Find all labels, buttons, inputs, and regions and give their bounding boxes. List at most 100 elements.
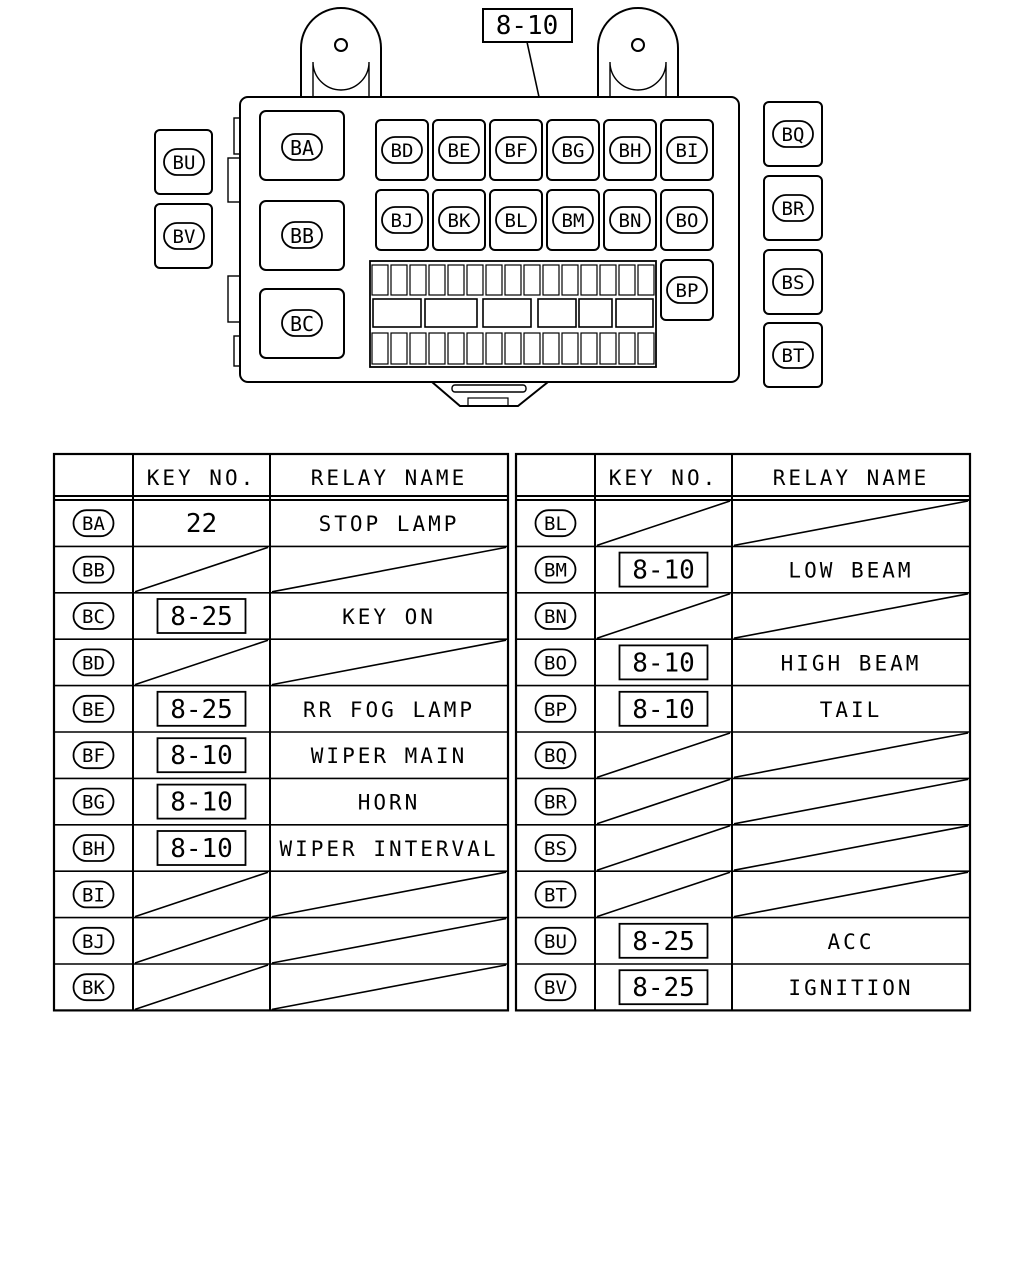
relay-bn-label: BN bbox=[619, 210, 642, 232]
maxi-fuse-slot bbox=[372, 298, 422, 328]
row-bi-label: BI bbox=[82, 884, 105, 906]
fuse-block-frame bbox=[369, 260, 657, 368]
fuse-slot bbox=[390, 332, 408, 365]
relay-name-empty-slash bbox=[733, 732, 969, 779]
row-br-oval bbox=[534, 787, 577, 816]
mount-ear-left-inner bbox=[312, 61, 370, 97]
key-no-value: 8-25 bbox=[170, 695, 233, 725]
relay-be-oval bbox=[438, 136, 480, 164]
fuse-slot bbox=[580, 264, 598, 296]
row-bc-oval bbox=[72, 602, 115, 630]
mount-ear-right-inner bbox=[609, 61, 667, 97]
relay-bu-label: BU bbox=[173, 152, 196, 174]
relay-slot-bc bbox=[259, 288, 345, 359]
row-bg-label: BG bbox=[82, 792, 105, 814]
relay-bm-label: BM bbox=[562, 210, 585, 232]
relay-bv-oval bbox=[163, 222, 205, 250]
relay-bd-label: BD bbox=[391, 140, 414, 162]
fuse-slot bbox=[447, 264, 465, 296]
relay-bf-label: BF bbox=[505, 140, 528, 162]
external-relay-bv bbox=[154, 203, 213, 269]
relay-bp-oval bbox=[666, 276, 708, 304]
row-bk-oval bbox=[72, 973, 115, 1002]
relay-bh-oval bbox=[609, 136, 651, 164]
relay-name-value: ACC bbox=[828, 930, 875, 954]
row-bp-label: BP bbox=[544, 699, 567, 721]
row-bf-label: BF bbox=[82, 745, 105, 767]
relay-name-empty-slash bbox=[271, 917, 507, 964]
relay-bb-oval bbox=[281, 221, 323, 249]
key-no-empty-slash bbox=[596, 871, 731, 918]
relay-bc-oval bbox=[281, 309, 323, 337]
mount-hole-left bbox=[334, 38, 348, 52]
key-no-empty-slash bbox=[596, 825, 731, 871]
fuse-slot bbox=[485, 332, 503, 365]
relay-bo-oval bbox=[666, 206, 708, 234]
relay-name-value: WIPER MAIN bbox=[311, 744, 467, 768]
fuse-slot bbox=[428, 264, 446, 296]
relay-bm-oval bbox=[552, 206, 594, 234]
relay-bj-label: BJ bbox=[391, 210, 414, 232]
row-br-label: BR bbox=[544, 792, 567, 814]
key-no-box bbox=[156, 830, 247, 866]
row-bb-label: BB bbox=[82, 560, 105, 582]
fuse-slot bbox=[447, 332, 465, 365]
row-bl-oval bbox=[534, 509, 577, 538]
row-bt-label: BT bbox=[544, 884, 567, 906]
fuse-slot bbox=[390, 264, 408, 296]
fuse-slot bbox=[485, 264, 503, 296]
relay-name-value: KEY ON bbox=[342, 605, 436, 629]
row-bq-label: BQ bbox=[544, 745, 567, 767]
external-relay-bq bbox=[763, 101, 823, 167]
bottom-connector-key bbox=[467, 397, 509, 407]
relay-box-housing bbox=[239, 96, 740, 383]
key-no-value: 22 bbox=[186, 509, 217, 539]
fuse-slot bbox=[599, 332, 617, 365]
fuse-slot bbox=[561, 332, 579, 365]
relay-slot-bp bbox=[660, 259, 714, 321]
relay-bk-label: BK bbox=[448, 210, 471, 232]
row-bs-oval bbox=[534, 834, 577, 862]
key-no-value: 8-10 bbox=[170, 788, 233, 818]
fuse-slot bbox=[618, 264, 636, 296]
relay-bg-oval bbox=[552, 136, 594, 164]
key-no-empty-slash bbox=[134, 871, 269, 918]
row-bh-oval bbox=[72, 834, 115, 862]
relay-slot-bj bbox=[375, 189, 429, 251]
key-no-box bbox=[618, 690, 709, 727]
relay-slot-ba bbox=[259, 110, 345, 181]
fuse-slot bbox=[523, 332, 541, 365]
relay-name-empty-slash bbox=[733, 825, 969, 871]
relay-bl-label: BL bbox=[505, 210, 528, 232]
callout-text: 8-10 bbox=[496, 11, 559, 41]
fuse-slot bbox=[428, 332, 446, 365]
relay-slot-bd bbox=[375, 119, 429, 181]
row-bf-oval bbox=[72, 741, 115, 770]
key-no-box bbox=[618, 922, 709, 959]
relay-name-value: WIPER INTERVAL bbox=[279, 837, 498, 861]
relay-name-empty-slash bbox=[271, 546, 507, 593]
external-relay-bt bbox=[763, 322, 823, 388]
relay-bs-label: BS bbox=[782, 272, 805, 294]
relay-be-label: BE bbox=[448, 140, 471, 162]
row-bm-label: BM bbox=[544, 560, 567, 582]
housing-tab bbox=[227, 275, 241, 323]
relay-bl-oval bbox=[495, 206, 537, 234]
key-no-value: 8-10 bbox=[632, 648, 695, 678]
header-relay-name: RELAY NAME bbox=[311, 466, 467, 490]
relay-name-value: RR FOG LAMP bbox=[303, 698, 475, 722]
relay-ba-oval bbox=[281, 133, 323, 161]
relay-bh-label: BH bbox=[619, 140, 642, 162]
maxi-fuse-slot bbox=[424, 298, 478, 328]
key-no-value: 8-25 bbox=[632, 927, 695, 957]
fuse-slot bbox=[371, 332, 389, 365]
row-bh-label: BH bbox=[82, 838, 105, 860]
fuse-slot bbox=[561, 264, 579, 296]
key-no-value: 8-10 bbox=[170, 834, 233, 864]
relay-name-empty-slash bbox=[271, 639, 507, 686]
relay-bk-oval bbox=[438, 206, 480, 234]
relay-name-empty-slash bbox=[271, 964, 507, 1011]
